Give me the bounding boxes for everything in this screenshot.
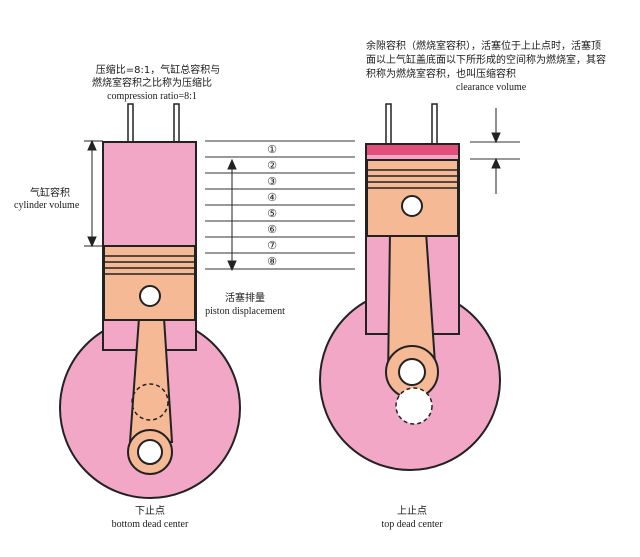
bdc-valve-right <box>173 103 180 143</box>
bdc-piston <box>103 245 196 321</box>
bdc-en: bottom dead center <box>112 519 189 530</box>
tdc-crank-dashed-circle <box>395 387 433 425</box>
clearance-en: clearance volume <box>456 82 527 93</box>
bdc-engine <box>59 103 241 499</box>
stroke-num-5: ⑤ <box>267 207 277 220</box>
piston-displacement-cn: 活塞排量 <box>225 291 265 304</box>
clearance-ticks <box>470 141 520 160</box>
cylinder-volume-en: cylinder volume <box>14 200 80 211</box>
compression-ratio-cn-2: 燃烧室容积之比称为压缩比 <box>92 76 212 89</box>
bdc-wrist-pin <box>139 285 161 307</box>
bdc-crankpin <box>137 439 163 465</box>
stroke-num-2: ② <box>267 159 277 172</box>
clearance-cn-2: 面以上气缸盖底面以下所形成的空间称为燃烧室，其容 <box>366 53 606 66</box>
tdc-combustion-chamber <box>367 145 458 155</box>
stroke-num-6: ⑥ <box>267 223 277 236</box>
bdc-caption: 下止点 bottom dead center <box>112 505 189 530</box>
piston-displacement-arrow <box>227 158 237 272</box>
stroke-num-3: ③ <box>267 175 277 188</box>
cylinder-volume-arrow <box>84 139 103 248</box>
tdc-wrist-pin <box>401 195 423 217</box>
clearance-volume-label: 余隙容积（燃烧室容积），活塞位于上止点时，活塞顶 面以上气缸盖底面以下所形成的空… <box>366 39 606 93</box>
stroke-num-1: ① <box>267 143 277 156</box>
tdc-crankpin <box>398 358 426 386</box>
tdc-engine <box>319 103 501 471</box>
clearance-cn-1: 余隙容积（燃烧室容积），活塞位于上止点时，活塞顶 <box>366 39 601 52</box>
tdc-en: top dead center <box>381 519 443 530</box>
stroke-num-7: ⑦ <box>267 239 277 252</box>
clearance-cn-3: 积称为燃烧室容积，也叫压缩容积 <box>366 67 516 80</box>
clearance-volume-arrow <box>491 108 501 194</box>
compression-ratio-label: 压缩比=8:1，气缸总容积与 燃烧室容积之比称为压缩比 compression … <box>92 63 220 102</box>
piston-displacement-en: piston displacement <box>205 306 285 317</box>
bdc-crank-dashed-circle <box>131 383 169 421</box>
tdc-valve-right <box>431 103 438 145</box>
stroke-num-4: ④ <box>267 191 277 204</box>
cylinder-volume-label: 气缸容积 cylinder volume <box>14 186 80 211</box>
bdc-valve-left <box>127 103 134 143</box>
tdc-cn: 上止点 <box>397 505 427 517</box>
stroke-lines <box>205 140 355 270</box>
tdc-valve-left <box>385 103 392 145</box>
cylinder-volume-cn: 气缸容积 <box>30 186 70 199</box>
tdc-caption: 上止点 top dead center <box>381 505 443 530</box>
piston-displacement-label: 活塞排量 piston displacement <box>205 291 285 317</box>
compression-ratio-cn-1: 压缩比=8:1，气缸总容积与 <box>96 63 220 76</box>
bdc-cn: 下止点 <box>135 505 165 517</box>
stroke-numbers: ① ② ③ ④ ⑤ ⑥ ⑦ ⑧ <box>267 143 277 268</box>
compression-ratio-en: compression ratio=8:1 <box>107 91 197 102</box>
stroke-num-8: ⑧ <box>267 255 277 268</box>
